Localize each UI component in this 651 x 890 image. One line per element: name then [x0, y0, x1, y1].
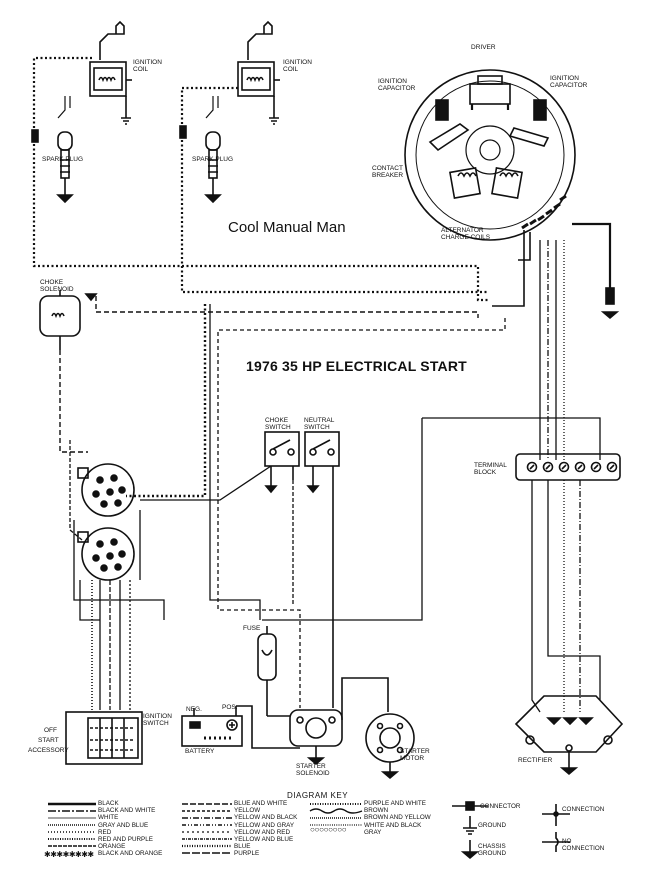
- starter-motor: [365, 713, 415, 780]
- key-yellow: YELLOW: [234, 807, 261, 815]
- label-ignition-switch: IGNITION SWITCH: [143, 713, 172, 727]
- label-battery-pos: POS.: [222, 704, 238, 711]
- key-gray-sample: ○○○○○○○○: [310, 825, 347, 834]
- key-black-and-white: BLACK AND WHITE: [98, 807, 156, 815]
- key-gray-and-blue: GRAY AND BLUE: [98, 821, 149, 829]
- key-col3: PURPLE AND WHITE BROWN BROWN AND YELLOW …: [364, 800, 431, 836]
- choke-switch: [264, 431, 300, 494]
- label-ignition-coil-2: IGNITION COIL: [283, 59, 312, 73]
- key-chassis-ground: CHASSIS GROUND: [478, 843, 506, 858]
- label-ignition-coil-1: IGNITION COIL: [133, 59, 162, 73]
- diagram-title: 1976 35 HP ELECTRICAL START: [246, 358, 467, 374]
- rectifier: [514, 695, 624, 776]
- key-yellow-and-black: YELLOW AND BLACK: [234, 814, 298, 822]
- key-ground: GROUND: [478, 822, 506, 829]
- label-neutral-switch: NEUTRAL SWITCH: [304, 417, 335, 431]
- label-battery: BATTERY: [185, 748, 215, 755]
- key-red-and-purple: RED AND PURPLE: [98, 836, 153, 844]
- label-choke-switch: CHOKE SWITCH: [265, 417, 291, 431]
- key-black-and-orange: BLACK AND ORANGE: [98, 850, 163, 858]
- key-line-samples: [48, 802, 363, 854]
- battery: [181, 705, 300, 749]
- key-brown: BROWN: [364, 807, 389, 815]
- label-switch-off: OFF: [44, 727, 57, 734]
- key-purple: PURPLE: [234, 850, 260, 858]
- key-col2: BLUE AND WHITE YELLOW YELLOW AND BLACK Y…: [234, 800, 297, 858]
- connector-plug-upper: [77, 463, 135, 517]
- key-no-connection: NO CONNECTION: [562, 838, 605, 853]
- key-orange: ORANGE: [98, 843, 126, 851]
- ignition-coil-2: [205, 20, 280, 125]
- label-starter-motor: STARTER MOTOR: [400, 748, 430, 762]
- label-fuse: FUSE: [243, 625, 261, 632]
- label-battery-neg: NEG.: [186, 706, 202, 713]
- key-blue: BLUE: [234, 843, 251, 851]
- label-terminal-block: TERMINAL BLOCK: [474, 462, 507, 476]
- key-blue-and-white: BLUE AND WHITE: [234, 800, 288, 807]
- key-white: WHITE: [98, 814, 119, 822]
- label-starter-solenoid: STARTER SOLENOID: [296, 763, 330, 777]
- label-rectifier: RECTIFIER: [518, 757, 553, 764]
- key-symbols: [452, 801, 570, 860]
- key-black-orange-sample: ✱✱✱✱✱✱✱✱: [44, 850, 94, 859]
- label-driver: DRIVER: [471, 44, 496, 51]
- fuse: [257, 626, 290, 717]
- starter-solenoid: [289, 709, 343, 766]
- watermark-text: Cool Manual Man: [228, 219, 346, 236]
- key-col1: BLACK BLACK AND WHITE WHITE GRAY AND BLU…: [98, 800, 162, 858]
- label-contact-breaker: CONTACT BREAKER: [372, 165, 404, 179]
- diagram-key-title: DIAGRAM KEY: [287, 791, 349, 800]
- choke-solenoid: [39, 290, 98, 350]
- label-spark-plug-2: SPARK PLUG: [192, 156, 234, 163]
- label-switch-accessory: ACCESSORY: [28, 747, 69, 754]
- label-alternator-charge-coils: ALTERNATOR CHARGE COILS: [441, 227, 491, 241]
- terminal-block: [515, 453, 621, 481]
- ignition-coil-1: [57, 20, 132, 125]
- label-switch-start: START: [38, 737, 59, 744]
- label-ignition-capacitor-left: IGNITION CAPACITOR: [378, 78, 416, 92]
- key-connection: CONNECTION: [562, 806, 605, 813]
- key-yellow-and-red: YELLOW AND RED: [234, 828, 290, 836]
- key-black: BLACK: [98, 800, 119, 807]
- key-brown-and-yellow: BROWN AND YELLOW: [364, 814, 431, 822]
- label-spark-plug-1: SPARK PLUG: [42, 156, 84, 163]
- label-ignition-capacitor-right: IGNITION CAPACITOR: [550, 75, 588, 89]
- neutral-switch: [304, 431, 340, 708]
- key-white-and-black: WHITE AND BLACK: [364, 821, 422, 829]
- label-choke-solenoid: CHOKE SOLENOID: [40, 279, 74, 293]
- key-purple-and-white: PURPLE AND WHITE: [364, 800, 426, 807]
- key-yellow-and-gray: YELLOW AND GRAY: [234, 821, 295, 829]
- connector-plug-lower: [77, 527, 135, 581]
- spark-plug-1: [56, 131, 74, 204]
- key-gray: GRAY: [364, 828, 382, 836]
- spark-plug-2: [204, 131, 222, 204]
- key-connector: CONNECTOR: [480, 803, 521, 810]
- magneto-stator: [404, 69, 576, 241]
- key-yellow-and-blue: YELLOW AND BLUE: [234, 836, 294, 844]
- key-red: RED: [98, 828, 112, 836]
- ignition-switch: [65, 711, 143, 765]
